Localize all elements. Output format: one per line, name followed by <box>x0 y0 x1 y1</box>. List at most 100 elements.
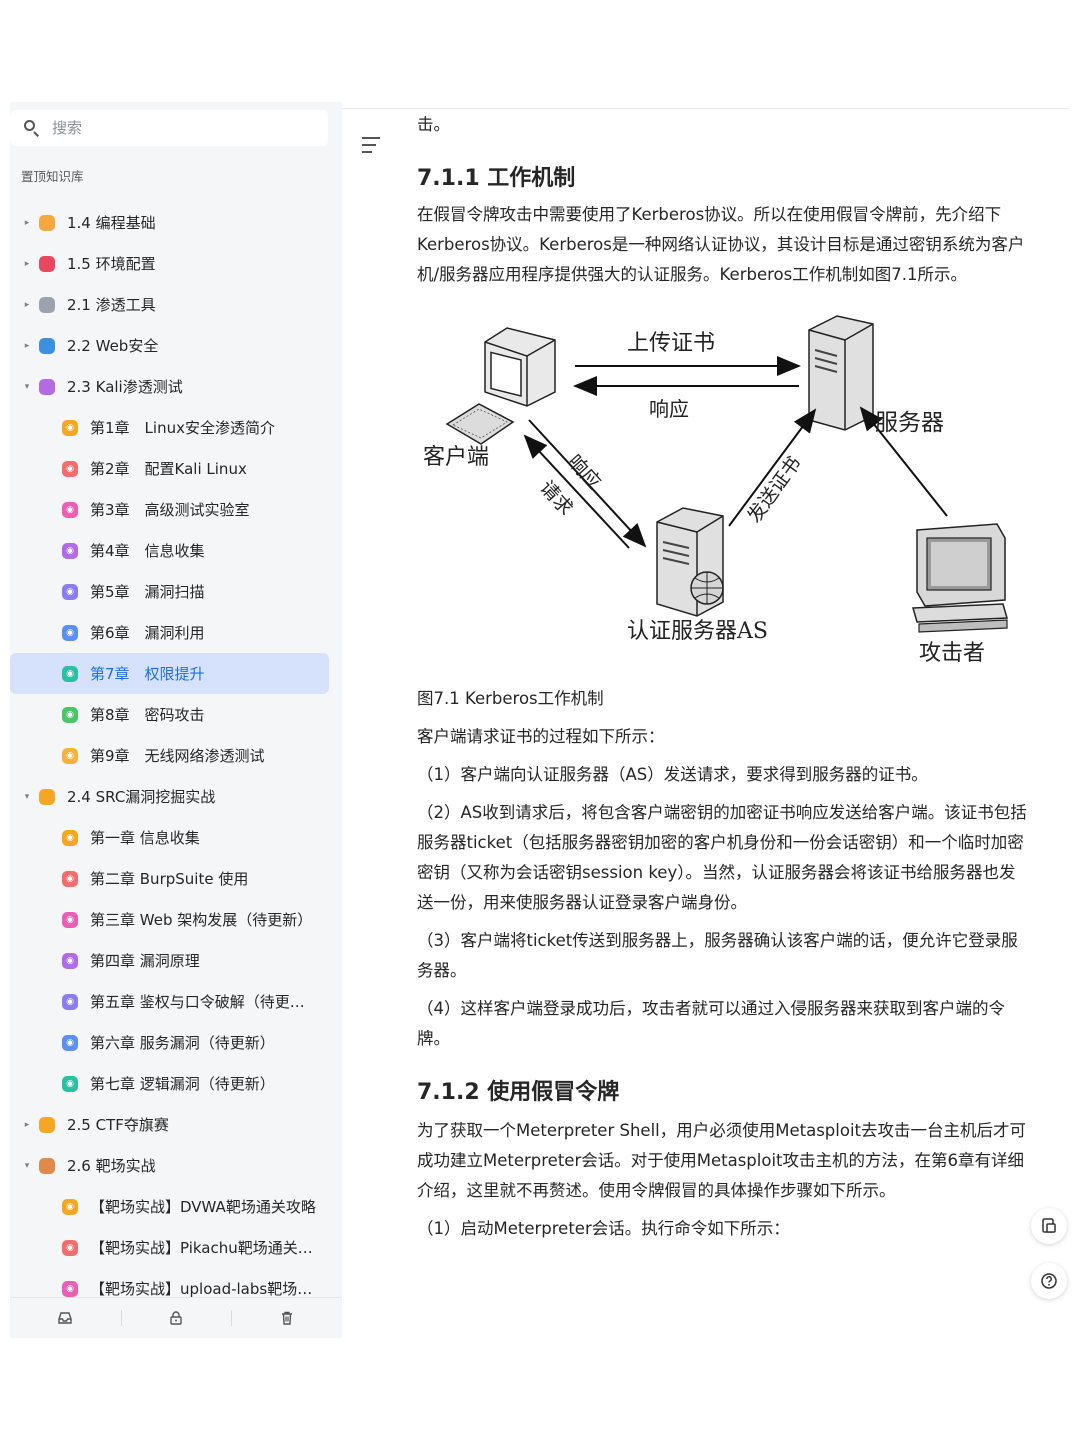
sidebar-item-label: 第2章 配置Kali Linux <box>90 460 247 478</box>
arrow-attacker <box>859 406 948 517</box>
sidebar-item-6[interactable]: ◉第2章 配置Kali Linux <box>10 448 342 489</box>
sidebar-item-13[interactable]: ◉第9章 无线网络渗透测试 <box>10 735 342 776</box>
sidebar-item-17[interactable]: ◉第三章 Web 架构发展（待更新） <box>10 899 342 940</box>
sidebar-item-20[interactable]: ◉ 第六章 服务漏洞（待更新） <box>10 1022 342 1063</box>
toc-menu-icon[interactable] <box>362 137 380 158</box>
outline-icon <box>1042 1218 1056 1233</box>
label-server: 服务器 <box>875 410 944 436</box>
search-icon <box>24 120 40 137</box>
lock-icon[interactable] <box>120 1298 232 1338</box>
sidebar-item-label: 第4章 信息收集 <box>90 542 205 560</box>
doc-teal-icon: ◉ <box>62 1075 78 1092</box>
sidebar-item-label: 1.4 编程基础 <box>67 214 156 232</box>
caret-right-icon[interactable]: ▸ <box>24 258 30 269</box>
doc-red-icon: ◉ <box>62 870 78 887</box>
sidebar-item-label: 1.5 环境配置 <box>67 255 156 273</box>
heading-7-1-2: 7.1.2 使用假冒令牌 <box>417 1080 620 1105</box>
search-input[interactable] <box>50 118 294 138</box>
label-response-top: 响应 <box>649 397 689 421</box>
caret-down-icon[interactable]: ▾ <box>24 1160 30 1171</box>
sidebar-item-10[interactable]: ◉ 第6章 漏洞利用 <box>10 612 342 653</box>
sidebar-item-label: 第五章 鉴权与口令破解（待更… <box>90 993 305 1011</box>
article-content: 击。 7.1.1 工作机制 在假冒令牌攻击中需要使用了Kerberos协议。所以… <box>417 110 1027 1244</box>
sidebar-item-7[interactable]: ◉第3章 高级测试实验室 <box>10 489 342 530</box>
doc-orange-icon: ◉ <box>62 1198 78 1215</box>
sidebar-item-9[interactable]: ◉第5章 漏洞扫描 <box>10 571 342 612</box>
book-orange-icon <box>39 1116 55 1133</box>
as-server-icon <box>656 507 724 617</box>
caret-down-icon[interactable]: ▾ <box>24 791 30 802</box>
sidebar-item-26[interactable]: ◉【靶场实战】upload-labs靶场通… <box>10 1268 342 1309</box>
outline-button[interactable] <box>1031 1208 1067 1244</box>
sidebar-item-16[interactable]: ◉ 第二章 BurpSuite 使用 <box>10 858 342 899</box>
sidebar-item-label: 第6章 漏洞利用 <box>90 624 205 642</box>
sidebar-item-label: 2.4 SRC漏洞挖掘实战 <box>67 788 216 806</box>
sidebar-item-label: 2.6 靶场实战 <box>67 1157 156 1175</box>
sidebar-group-4[interactable]: ▾ 2.3 Kali渗透测试 <box>10 366 342 407</box>
sidebar-item-label: 第3章 高级测试实验室 <box>90 501 250 519</box>
doc-violet-icon: ◉ <box>62 583 78 600</box>
help-icon <box>1041 1273 1057 1289</box>
trash-icon[interactable] <box>231 1298 342 1338</box>
doc-yellow-icon: ◉ <box>62 747 78 764</box>
sidebar-group-0[interactable]: ▸ 1.4 编程基础 <box>10 202 342 243</box>
doc-orange-icon: ◉ <box>62 419 78 436</box>
help-button[interactable] <box>1031 1263 1067 1299</box>
doc-blue-icon: ◉ <box>62 624 78 641</box>
sidebar-item-19[interactable]: ◉ 第五章 鉴权与口令破解（待更… <box>10 981 342 1022</box>
search-box[interactable] <box>10 110 328 146</box>
paragraph-process: 客户端请求证书的过程如下所示： <box>417 727 665 746</box>
inbox-icon[interactable] <box>10 1298 121 1338</box>
label-response-diag: 响应 <box>563 451 605 494</box>
figure-caption: 图7.1 Kerberos工作机制 <box>417 689 604 708</box>
sidebar-item-label: 2.3 Kali渗透测试 <box>67 378 183 396</box>
sidebar-item-label: 第六章 服务漏洞（待更新） <box>90 1034 275 1052</box>
sidebar-item-5[interactable]: ◉第1章 Linux安全渗透简介 <box>10 407 342 448</box>
step-1: （1）客户端向认证服务器（AS）发送请求，要求得到服务器的证书。 <box>417 765 928 784</box>
sidebar-item-25[interactable]: ◉【靶场实战】Pikachu靶场通关… <box>10 1227 342 1268</box>
step-meterpreter-1: （1）启动Meterpreter会话。执行命令如下所示： <box>417 1219 790 1238</box>
client-computer-icon <box>445 327 556 445</box>
doc-purple-icon: ◉ <box>62 952 78 969</box>
sidebar-item-12[interactable]: ◉第8章 密码攻击 <box>10 694 342 735</box>
doc-violet-icon: ◉ <box>62 993 78 1010</box>
caret-right-icon[interactable]: ▸ <box>24 299 30 310</box>
sidebar-item-21[interactable]: ◉第七章 逻辑漏洞（待更新） <box>10 1063 342 1104</box>
sidebar-item-label: 第二章 BurpSuite 使用 <box>90 870 249 888</box>
attacker-computer-icon <box>912 523 1008 633</box>
sidebar-item-15[interactable]: ◉第一章 信息收集 <box>10 817 342 858</box>
doc-orange-icon: ◉ <box>62 829 78 846</box>
caret-right-icon[interactable]: ▸ <box>24 217 30 228</box>
compass-icon <box>39 1157 55 1174</box>
sidebar-item-label: 2.2 Web安全 <box>67 337 159 355</box>
sidebar-item-8[interactable]: ◉第4章 信息收集 <box>10 530 342 571</box>
sidebar-item-18[interactable]: ◉ 第四章 漏洞原理 <box>10 940 342 981</box>
sidebar-group-23[interactable]: ▾ 2.6 靶场实战 <box>10 1145 342 1186</box>
sidebar-group-1[interactable]: ▸ 1.5 环境配置 <box>10 243 342 284</box>
sidebar-bottom-bar <box>10 1297 342 1338</box>
gear-icon <box>39 296 55 313</box>
text-fragment: 击。 <box>417 115 450 134</box>
sidebar-item-label: 第三章 Web 架构发展（待更新） <box>90 911 313 929</box>
sidebar-item-label: 2.5 CTF夺旗赛 <box>67 1116 169 1134</box>
doc-pink-icon: ◉ <box>62 1280 78 1297</box>
sidebar-item-24[interactable]: ◉【靶场实战】DVWA靶场通关攻略 <box>10 1186 342 1227</box>
step-3: （3）客户端将ticket传送到服务器上，服务器确认该客户端的话，便允许它登录服… <box>417 931 1018 980</box>
arrow-request <box>528 419 647 548</box>
caret-down-icon[interactable]: ▾ <box>24 381 30 392</box>
book-orange-icon <box>39 788 55 805</box>
caret-right-icon[interactable]: ▸ <box>24 340 30 351</box>
sidebar-item-label: 第四章 漏洞原理 <box>90 952 200 970</box>
doc-red-icon: ◉ <box>62 1239 78 1256</box>
knowledge-tree: ▸1.4 编程基础▸1.5 环境配置▸2.1 渗透工具▸2.2 Web安全▾2.… <box>10 202 342 1309</box>
monitor-icon <box>39 337 55 354</box>
caret-right-icon[interactable]: ▸ <box>24 1119 30 1130</box>
sidebar-group-3[interactable]: ▸ 2.2 Web安全 <box>10 325 342 366</box>
label-upload-cert: 上传证书 <box>627 331 715 356</box>
sidebar-group-22[interactable]: ▸ 2.5 CTF夺旗赛 <box>10 1104 342 1145</box>
doc-blue-icon: ◉ <box>62 1034 78 1051</box>
sidebar-item-11[interactable]: ◉第7章 权限提升 <box>10 653 329 694</box>
sidebar-group-2[interactable]: ▸2.1 渗透工具 <box>10 284 342 325</box>
label-request: 请求 <box>535 477 577 520</box>
sidebar-group-14[interactable]: ▾ 2.4 SRC漏洞挖掘实战 <box>10 776 342 817</box>
